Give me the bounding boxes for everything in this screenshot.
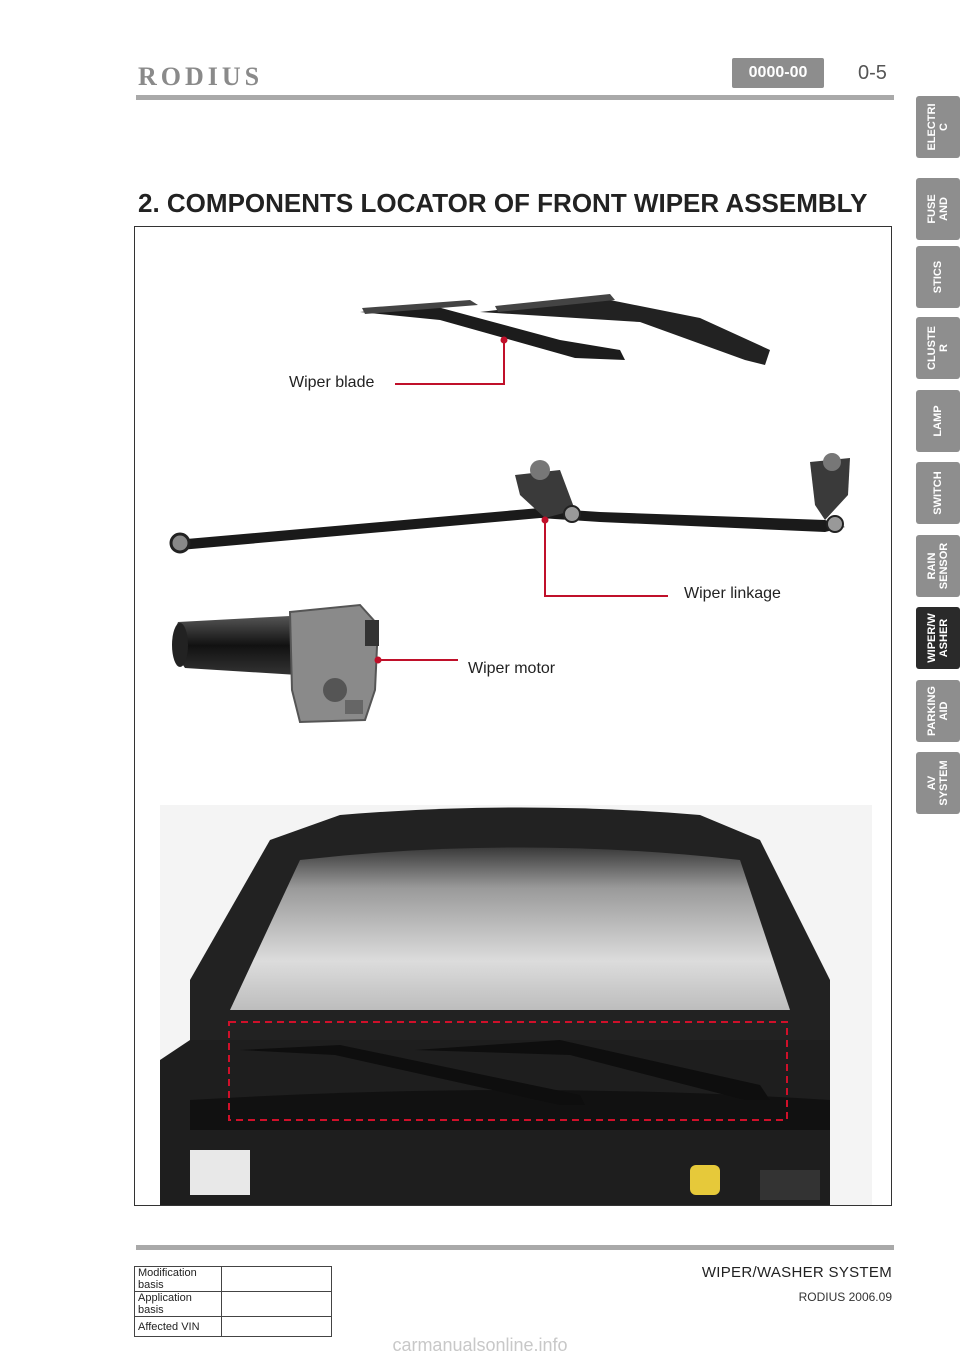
table-cell-value bbox=[221, 1266, 332, 1292]
wiper-linkage-label: Wiper linkage bbox=[684, 585, 781, 602]
tab-stics[interactable]: STICS bbox=[916, 246, 960, 308]
table-cell-label: Application basis bbox=[134, 1291, 222, 1317]
windshield-photo bbox=[160, 805, 872, 1205]
wiper-blade-image bbox=[360, 294, 770, 365]
table-cell-label: Modification basis bbox=[134, 1266, 222, 1292]
tab-label: PARKING AID bbox=[926, 686, 950, 736]
tab-switch[interactable]: SWITCH bbox=[916, 462, 960, 524]
tab-cluster[interactable]: CLUSTE R bbox=[916, 317, 960, 379]
tab-label: AV SYSTEM bbox=[926, 760, 950, 806]
table-cell-value bbox=[221, 1291, 332, 1317]
page-number: 0-5 bbox=[858, 62, 887, 84]
tab-rain-sensor[interactable]: RAIN SENSOR bbox=[916, 535, 960, 597]
tab-label: FUSE AND bbox=[926, 194, 950, 224]
tab-electric[interactable]: ELECTRI C bbox=[916, 96, 960, 158]
page-title: 2. COMPONENTS LOCATOR OF FRONT WIPER ASS… bbox=[138, 188, 868, 218]
tab-wiper-washer[interactable]: WIPER/W ASHER bbox=[916, 607, 960, 669]
footer-model-date: RODIUS 2006.09 bbox=[798, 1290, 892, 1304]
callout-dots bbox=[374, 336, 549, 664]
watermark: carmanualsonline.info bbox=[392, 1335, 568, 1355]
tab-lamp[interactable]: LAMP bbox=[916, 390, 960, 452]
brand-logo: RODIUS bbox=[138, 62, 264, 91]
wiper-motor-image bbox=[172, 603, 380, 724]
tab-label: CLUSTE R bbox=[926, 326, 950, 370]
modification-table: Modification basis Application basis Aff… bbox=[134, 1266, 332, 1337]
wiper-linkage-image bbox=[169, 453, 850, 554]
header-rule bbox=[136, 95, 894, 100]
tab-label: WIPER/W ASHER bbox=[926, 613, 950, 663]
section-code-badge: 0000-00 bbox=[732, 58, 824, 88]
footer-section-title: WIPER/WASHER SYSTEM bbox=[701, 1264, 892, 1281]
table-row: Affected VIN bbox=[134, 1316, 332, 1337]
wiper-motor-label: Wiper motor bbox=[468, 660, 556, 677]
tab-av-system[interactable]: AV SYSTEM bbox=[916, 752, 960, 814]
tab-fuse-and[interactable]: FUSE AND bbox=[916, 178, 960, 240]
tab-label: RAIN SENSOR bbox=[926, 542, 950, 590]
table-row: Application basis bbox=[134, 1291, 332, 1317]
table-row: Modification basis bbox=[134, 1266, 332, 1292]
tab-label: STICS bbox=[932, 260, 944, 294]
tab-label: ELECTRI C bbox=[926, 103, 950, 151]
footer-rule bbox=[136, 1245, 894, 1250]
wiper-blade-label: Wiper blade bbox=[289, 374, 375, 391]
tab-parking-aid[interactable]: PARKING AID bbox=[916, 680, 960, 742]
table-cell-label: Affected VIN bbox=[134, 1316, 222, 1337]
tab-label: LAMP bbox=[932, 405, 944, 437]
table-cell-value bbox=[221, 1316, 332, 1337]
tab-label: SWITCH bbox=[932, 471, 944, 515]
callout-lines bbox=[378, 340, 668, 661]
